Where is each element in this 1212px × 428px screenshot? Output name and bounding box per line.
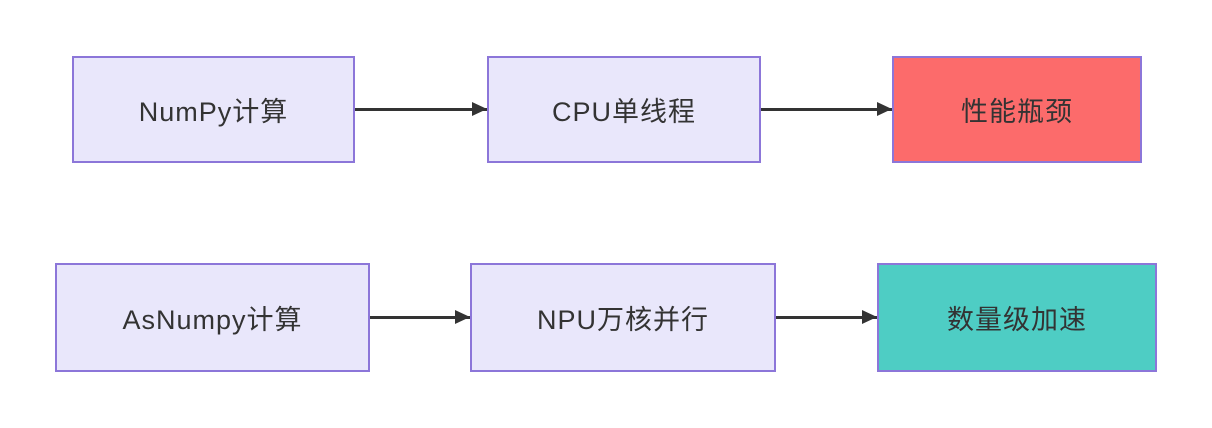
- arrow-asnumpy-to-npu: [370, 310, 470, 324]
- arrow-numpy-to-cpu: [355, 102, 487, 116]
- arrow-cpu-to-bottleneck: [761, 102, 892, 116]
- node-npu-parallel: NPU万核并行: [470, 263, 776, 372]
- node-numpy-compute: NumPy计算: [72, 56, 355, 163]
- node-cpu-single-thread: CPU单线程: [487, 56, 761, 163]
- node-asnumpy-compute: AsNumpy计算: [55, 263, 370, 372]
- node-label: NumPy计算: [138, 97, 289, 127]
- node-orders-of-magnitude-speedup: 数量级加速: [877, 263, 1157, 372]
- node-label: 数量级加速: [947, 305, 1087, 335]
- node-label: AsNumpy计算: [122, 305, 303, 335]
- node-label: NPU万核并行: [536, 305, 709, 335]
- node-label: CPU单线程: [551, 97, 696, 127]
- node-performance-bottleneck: 性能瓶颈: [892, 56, 1142, 163]
- arrow-npu-to-speedup: [776, 310, 877, 324]
- node-label: 性能瓶颈: [961, 97, 1073, 127]
